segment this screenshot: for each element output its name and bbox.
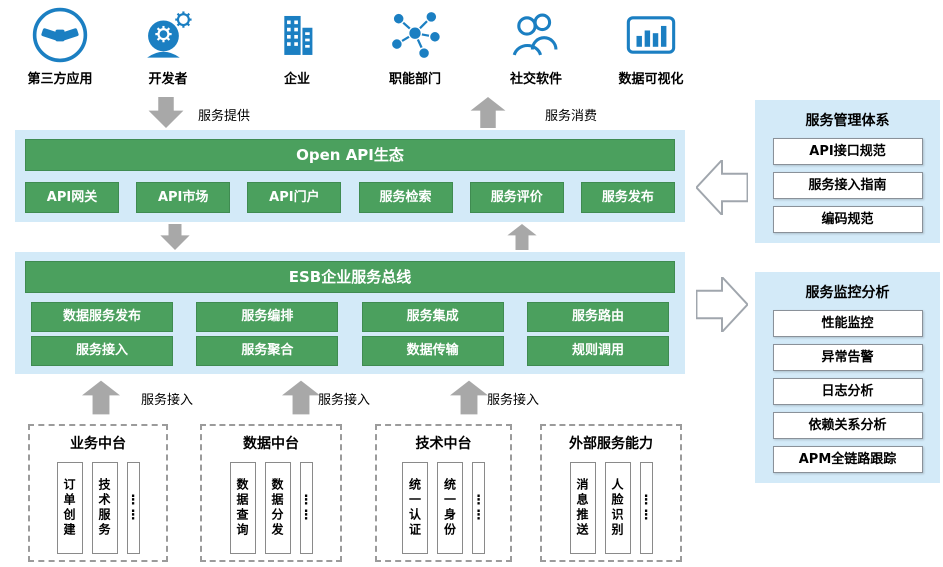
- actor-label: 数据可视化: [618, 72, 684, 87]
- developer-icon: [147, 11, 192, 58]
- platform-item: 技术服务: [91, 462, 118, 554]
- esb-item: 数据传输: [361, 336, 504, 366]
- actor-label: 社交软件: [509, 72, 562, 87]
- access-arrow-up-3: [450, 380, 488, 415]
- network-icon: [390, 10, 442, 60]
- platform-item: 人脸识别: [604, 462, 631, 554]
- open-api-title: Open API生态: [25, 139, 675, 171]
- platform-item: 订单创建: [56, 462, 83, 554]
- platform-item: 统一身份: [437, 462, 463, 554]
- open-api-item: 服务检索: [358, 182, 453, 213]
- actor-label: 第三方应用: [27, 72, 93, 87]
- platform-items: 统一认证 统一身份 ⋮⋮: [377, 462, 510, 554]
- esb-item: 数据服务发布: [31, 302, 173, 332]
- actor-third-party: 第三方应用: [15, 6, 105, 87]
- actor-enterprise: 企业: [252, 6, 342, 87]
- actor-social: 社交软件: [491, 6, 581, 87]
- esb-item: 服务接入: [31, 336, 173, 366]
- actor-developer: 开发者: [123, 6, 213, 87]
- esb-item: 服务集成: [361, 302, 504, 332]
- more-dots: ⋮⋮: [126, 462, 141, 554]
- monitoring-item: APM全链路跟踪: [772, 446, 923, 473]
- platform-title: 外部服务能力: [569, 436, 653, 452]
- actor-department: 职能部门: [370, 6, 460, 87]
- platform-items: 消息推送 人脸识别 ⋮⋮: [542, 462, 680, 554]
- platform-item: 数据查询: [229, 462, 256, 554]
- monitoring-item: 性能监控: [772, 310, 923, 337]
- handshake-icon: [32, 7, 88, 63]
- platform-item: 数据分发: [264, 462, 291, 554]
- esb-to-monitoring-arrow-right: [696, 277, 748, 332]
- platform-title: 业务中台: [70, 436, 126, 452]
- access-label-1: 服务接入: [141, 393, 194, 408]
- open-api-item: API市场: [136, 182, 231, 213]
- monitoring-item: 依赖关系分析: [772, 412, 923, 439]
- service-consume-label: 服务消费: [545, 109, 598, 124]
- esb-item: 服务路由: [526, 302, 669, 332]
- service-provide-arrow-down: [148, 97, 184, 128]
- platform-items: 订单创建 技术服务 ⋮⋮: [30, 462, 166, 554]
- platform-business: 业务中台 订单创建 技术服务 ⋮⋮: [28, 424, 168, 562]
- access-arrow-up-2: [282, 380, 320, 415]
- monitoring-item: 日志分析: [772, 378, 923, 405]
- open-api-item: 服务评价: [469, 182, 564, 213]
- service-consume-arrow-up: [470, 97, 506, 128]
- platform-item: 统一认证: [402, 462, 428, 554]
- more-dots: ⋮⋮: [471, 462, 486, 554]
- esb-title: ESB企业服务总线: [25, 261, 675, 293]
- building-icon: [284, 15, 313, 55]
- open-api-item: API网关: [25, 182, 119, 213]
- people-icon: [512, 13, 558, 56]
- actor-dataviz: 数据可视化: [606, 6, 696, 87]
- esb-row-2: 服务接入 服务聚合 数据传输 规则调用: [31, 336, 669, 366]
- actor-label: 企业: [283, 72, 310, 87]
- esb-item: 规则调用: [526, 336, 669, 366]
- management-item: 编码规范: [772, 206, 923, 233]
- management-item: API接口规范: [772, 138, 923, 165]
- esb-item: 服务聚合: [196, 336, 339, 366]
- open-api-item: API门户: [247, 182, 342, 213]
- monitoring-title: 服务监控分析: [805, 285, 890, 301]
- open-api-panel: Open API生态 API网关 API市场 API门户 服务检索 服务评价 服…: [15, 130, 685, 222]
- esb-panel: ESB企业服务总线 数据服务发布 服务编排 服务集成 服务路由 服务接入 服务聚…: [15, 252, 685, 374]
- more-dots: ⋮⋮: [299, 462, 314, 554]
- platform-data: 数据中台 数据查询 数据分发 ⋮⋮: [200, 424, 342, 562]
- access-label-3: 服务接入: [487, 393, 540, 408]
- management-item: 服务接入指南: [772, 172, 923, 199]
- platform-items: 数据查询 数据分发 ⋮⋮: [202, 462, 340, 554]
- esb-row-1: 数据服务发布 服务编排 服务集成 服务路由: [31, 302, 669, 332]
- platform-external: 外部服务能力 消息推送 人脸识别 ⋮⋮: [540, 424, 682, 562]
- actor-label: 开发者: [148, 72, 188, 87]
- esb-item: 服务编排: [196, 302, 339, 332]
- access-arrow-up-1: [82, 380, 120, 415]
- platform-item: 消息推送: [569, 462, 596, 554]
- openapi-to-esb-arrow-down: [160, 224, 190, 250]
- platform-tech: 技术中台 统一认证 统一身份 ⋮⋮: [375, 424, 512, 562]
- open-api-item: 服务发布: [580, 182, 675, 213]
- monitoring-item: 异常告警: [772, 344, 923, 371]
- platform-title: 技术中台: [415, 436, 472, 452]
- esb-to-openapi-arrow-up: [507, 224, 537, 250]
- more-dots: ⋮⋮: [639, 462, 654, 554]
- service-provide-label: 服务提供: [198, 109, 251, 124]
- access-label-2: 服务接入: [318, 393, 371, 408]
- monitoring-panel: 服务监控分析 性能监控 异常告警 日志分析 依赖关系分析 APM全链路跟踪: [755, 272, 940, 483]
- bar-chart-icon: [626, 16, 676, 54]
- open-api-item-row: API网关 API市场 API门户 服务检索 服务评价 服务发布: [25, 182, 675, 213]
- platform-title: 数据中台: [243, 436, 299, 452]
- actor-label: 职能部门: [388, 72, 441, 87]
- management-title: 服务管理体系: [805, 113, 890, 129]
- management-panel: 服务管理体系 API接口规范 服务接入指南 编码规范: [755, 100, 940, 243]
- management-to-openapi-arrow-left: [696, 160, 748, 215]
